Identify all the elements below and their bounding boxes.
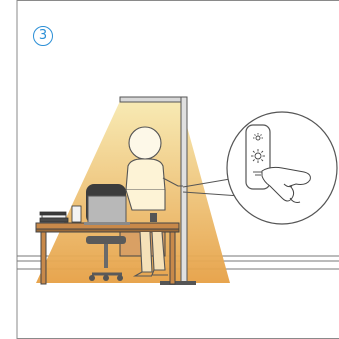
books [40,212,68,222]
zoom-bubble [227,112,337,224]
laptop [84,196,130,225]
step-number-badge: 3 [33,26,53,46]
desk-object [150,213,157,222]
cup [72,206,81,222]
